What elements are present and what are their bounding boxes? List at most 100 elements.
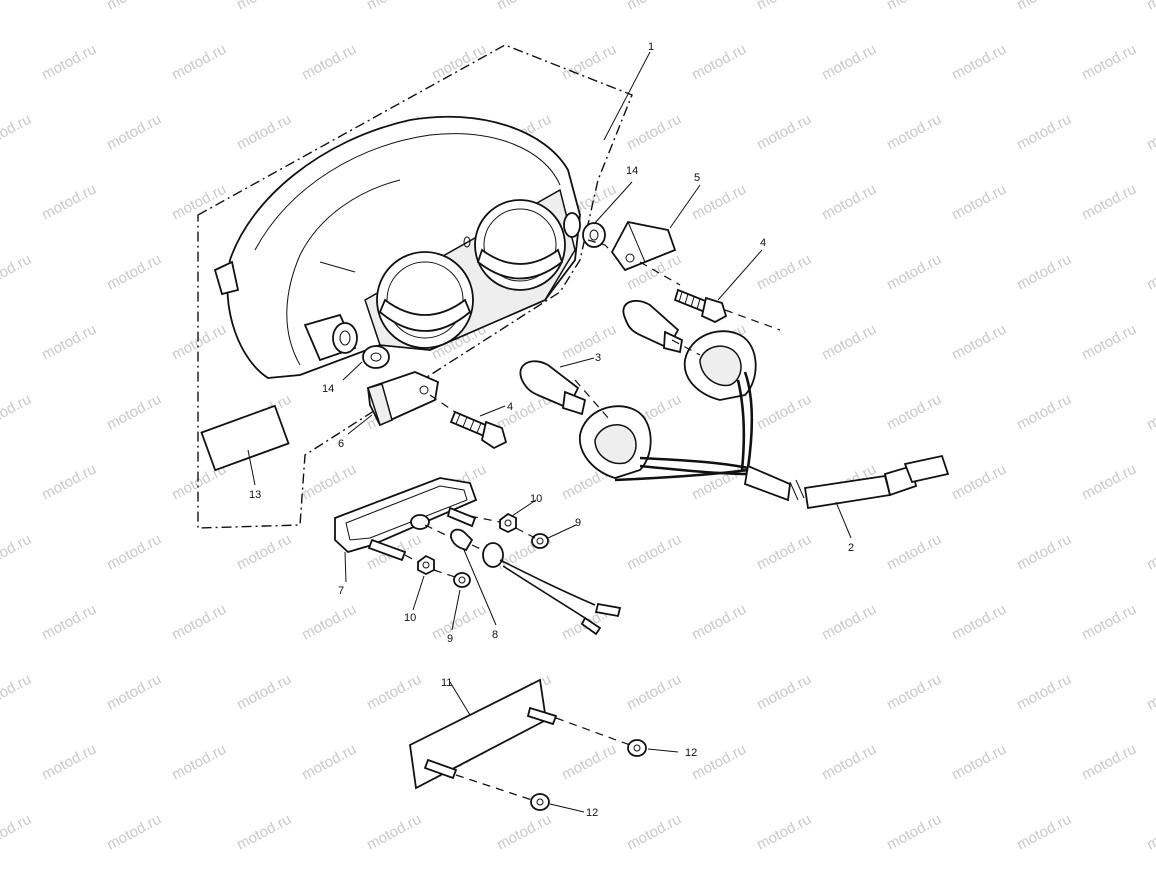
watermark-text: motod.ru [1144,531,1156,574]
watermark-text: motod.ru [624,811,684,854]
watermark-text: motod.ru [884,811,944,854]
watermark-text: motod.ru [299,601,359,644]
watermark-text: motod.ru [559,741,619,784]
washer-14-lower [362,345,390,369]
watermark-text: motod.ru [169,41,229,84]
watermark-text: motod.ru [0,391,34,434]
watermark-text: motod.ru [819,741,879,784]
watermark-text: motod.ru [624,0,684,14]
washer-12-upper [627,739,647,757]
watermark-text: motod.ru [1014,0,1074,14]
watermark-text: motod.ru [104,811,164,854]
license-lamp-7 [334,477,478,562]
watermark-text: motod.ru [169,601,229,644]
watermark-text: motod.ru [949,461,1009,504]
washer-9-upper [531,533,549,549]
watermark-text: motod.ru [1144,0,1156,14]
watermark-text: motod.ru [169,321,229,364]
watermark-text: motod.ru [234,811,294,854]
watermark-text: motod.ru [819,41,879,84]
watermark-text: motod.ru [299,461,359,504]
watermark-text: motod.ru [39,41,99,84]
watermark-text: motod.ru [884,391,944,434]
watermark-text: motod.ru [39,181,99,224]
socket-upper [683,330,757,401]
bracket-6 [367,371,440,427]
watermark-text: motod.ru [884,0,944,14]
callout-6: 6 [338,438,344,450]
watermark-text: motod.ru [0,0,34,14]
watermark-text: motod.ru [0,251,34,294]
watermark-text: motod.ru [949,321,1009,364]
watermark-text: motod.ru [1014,811,1074,854]
watermark-text: motod.ru [559,41,619,84]
callout-11: 11 [441,677,452,689]
watermark-text: motod.ru [364,0,424,14]
watermark-text: motod.ru [1014,111,1074,154]
watermark-text: motod.ru [624,671,684,714]
watermark-text: motod.ru [0,811,34,854]
assembly-outline [197,44,633,529]
washer-14-upper [582,222,606,248]
assembly-lines [404,239,781,801]
callout-14-upper: 14 [626,165,638,177]
watermark-text: motod.ru [624,111,684,154]
callout-3: 3 [595,352,601,364]
watermark-text: motod.ru [234,531,294,574]
watermark-text: motod.ru [754,111,814,154]
wiring-harness-2 [614,371,950,510]
leader-lines [247,51,852,813]
washer-12-lower [530,793,550,811]
watermark-text: motod.ru [624,531,684,574]
watermark-text: motod.ru [234,671,294,714]
watermark-text: motod.ru [1079,321,1139,364]
callout-4-lower: 4 [507,401,513,413]
watermark-text: motod.ru [1079,741,1139,784]
callout-8: 8 [492,629,498,641]
watermark-text: motod.ru [494,0,554,14]
watermark-text: motod.ru [299,41,359,84]
bulb-3-lower [519,360,587,416]
callout-4-upper: 4 [760,237,766,249]
watermark-text: motod.ru [104,671,164,714]
watermark-text: motod.ru [819,181,879,224]
watermark-text: motod.ru [39,461,99,504]
watermark-text: motod.ru [104,391,164,434]
bulb-3-upper [622,300,683,354]
watermark-text: motod.ru [429,41,489,84]
callout-10-upper: 10 [530,493,542,505]
plate-11 [409,678,558,790]
watermark-text: motod.ru [884,531,944,574]
callout-9-upper: 9 [575,517,581,529]
watermark-text: motod.ru [884,251,944,294]
watermark-text: motod.ru [949,601,1009,644]
watermark-text: motod.ru [689,41,749,84]
nut-10-upper [499,512,517,534]
watermark-text: motod.ru [949,741,1009,784]
watermark-text: motod.ru [39,741,99,784]
watermark-text: motod.ru [754,0,814,14]
callout-14-lower: 14 [322,383,334,395]
watermark-text: motod.ru [364,811,424,854]
watermark-text: motod.ru [0,531,34,574]
watermark-text: motod.ru [1144,671,1156,714]
watermark-text: motod.ru [169,741,229,784]
watermark-text: motod.ru [1014,251,1074,294]
watermark-text: motod.ru [1079,461,1139,504]
watermark-text: motod.ru [884,671,944,714]
callout-12-upper: 12 [685,747,697,759]
watermark-text: motod.ru [234,0,294,14]
washer-9-lower [453,572,471,588]
watermark-text: motod.ru [429,601,489,644]
socket-lower [579,405,652,479]
watermark-text: motod.ru [1014,531,1074,574]
bolt-4-upper [673,288,728,324]
watermark-text: motod.ru [819,601,879,644]
watermark-text: motod.ru [1079,601,1139,644]
bolt-4-lower [449,410,508,450]
watermark-text: motod.ru [494,811,554,854]
watermark-text: motod.ru [104,531,164,574]
callout-5: 5 [694,172,700,184]
